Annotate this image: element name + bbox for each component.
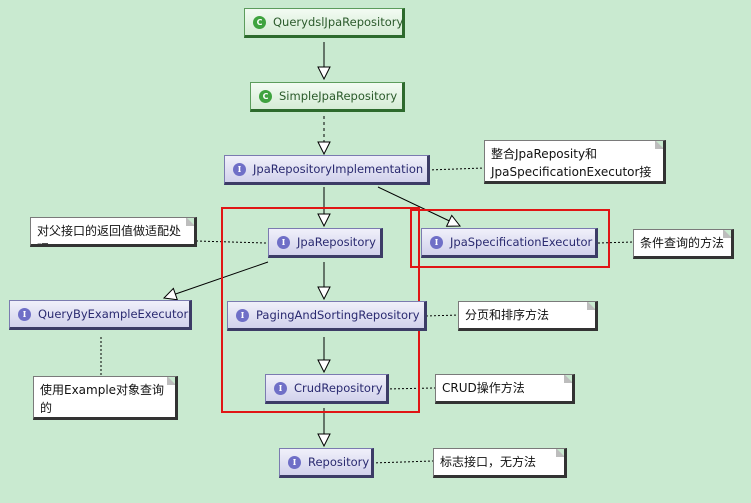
note-link-crud [385, 387, 436, 390]
edge-jpa-qbe [164, 261, 269, 298]
node-paging-and-sorting-repository[interactable]: I PagingAndSortingRepository [227, 301, 427, 331]
node-query-by-example-executor[interactable]: I QueryByExampleExecutor [9, 300, 192, 330]
class-icon: C [253, 15, 266, 29]
class-icon: C [259, 89, 272, 103]
note-repository: 标志接口，无方法 [433, 448, 567, 478]
node-querydsl-jpa-repository[interactable]: C QuerydslJpaRepository [244, 8, 405, 38]
note-spec: 条件查询的方法 [633, 229, 734, 259]
node-label: Repository [308, 455, 370, 469]
node-label: PagingAndSortingRepository [256, 308, 420, 322]
node-repository[interactable]: I Repository [279, 448, 374, 478]
interface-icon: I [18, 307, 31, 321]
note-jpa-repository: 对父接口的返回值做适配处理 [30, 217, 197, 247]
interface-icon: I [274, 381, 287, 395]
note-impl: 整合JpaReposity和 JpaSpecificationExecutor接… [484, 140, 666, 184]
interface-icon: I [233, 162, 246, 176]
highlight-box-spec [410, 209, 610, 268]
node-crud-repository[interactable]: I CrudRepository [265, 374, 389, 404]
node-label: JpaRepository [297, 235, 376, 249]
note-link-impl [427, 167, 485, 171]
note-crud: CRUD操作方法 [435, 374, 575, 404]
node-simple-jpa-repository[interactable]: C SimpleJpaRepository [250, 82, 405, 112]
note-qbe: 使用Example对象查询的 方法 [33, 376, 178, 420]
note-link-repo [371, 460, 434, 464]
note-paging: 分页和排序方法 [458, 301, 598, 331]
node-jpa-repository[interactable]: I JpaRepository [268, 228, 383, 258]
interface-icon: I [236, 308, 249, 322]
edge-impl-spec [377, 186, 460, 226]
node-label: JpaRepositoryImplementation [253, 162, 424, 176]
node-label: QuerydslJpaRepository [273, 15, 404, 29]
interface-icon: I [277, 235, 290, 249]
node-jpa-specification-executor[interactable]: I JpaSpecificationExecutor [421, 228, 598, 258]
node-label: CrudRepository [294, 381, 383, 395]
node-label: JpaSpecificationExecutor [450, 235, 593, 249]
note-link-spec [597, 241, 634, 244]
node-label: SimpleJpaRepository [279, 89, 398, 103]
interface-icon: I [430, 235, 443, 249]
node-label: QueryByExampleExecutor [38, 307, 189, 321]
node-jpa-repository-implementation[interactable]: I JpaRepositoryImplementation [224, 155, 430, 185]
note-link-paging [425, 314, 459, 317]
interface-icon: I [288, 455, 301, 469]
